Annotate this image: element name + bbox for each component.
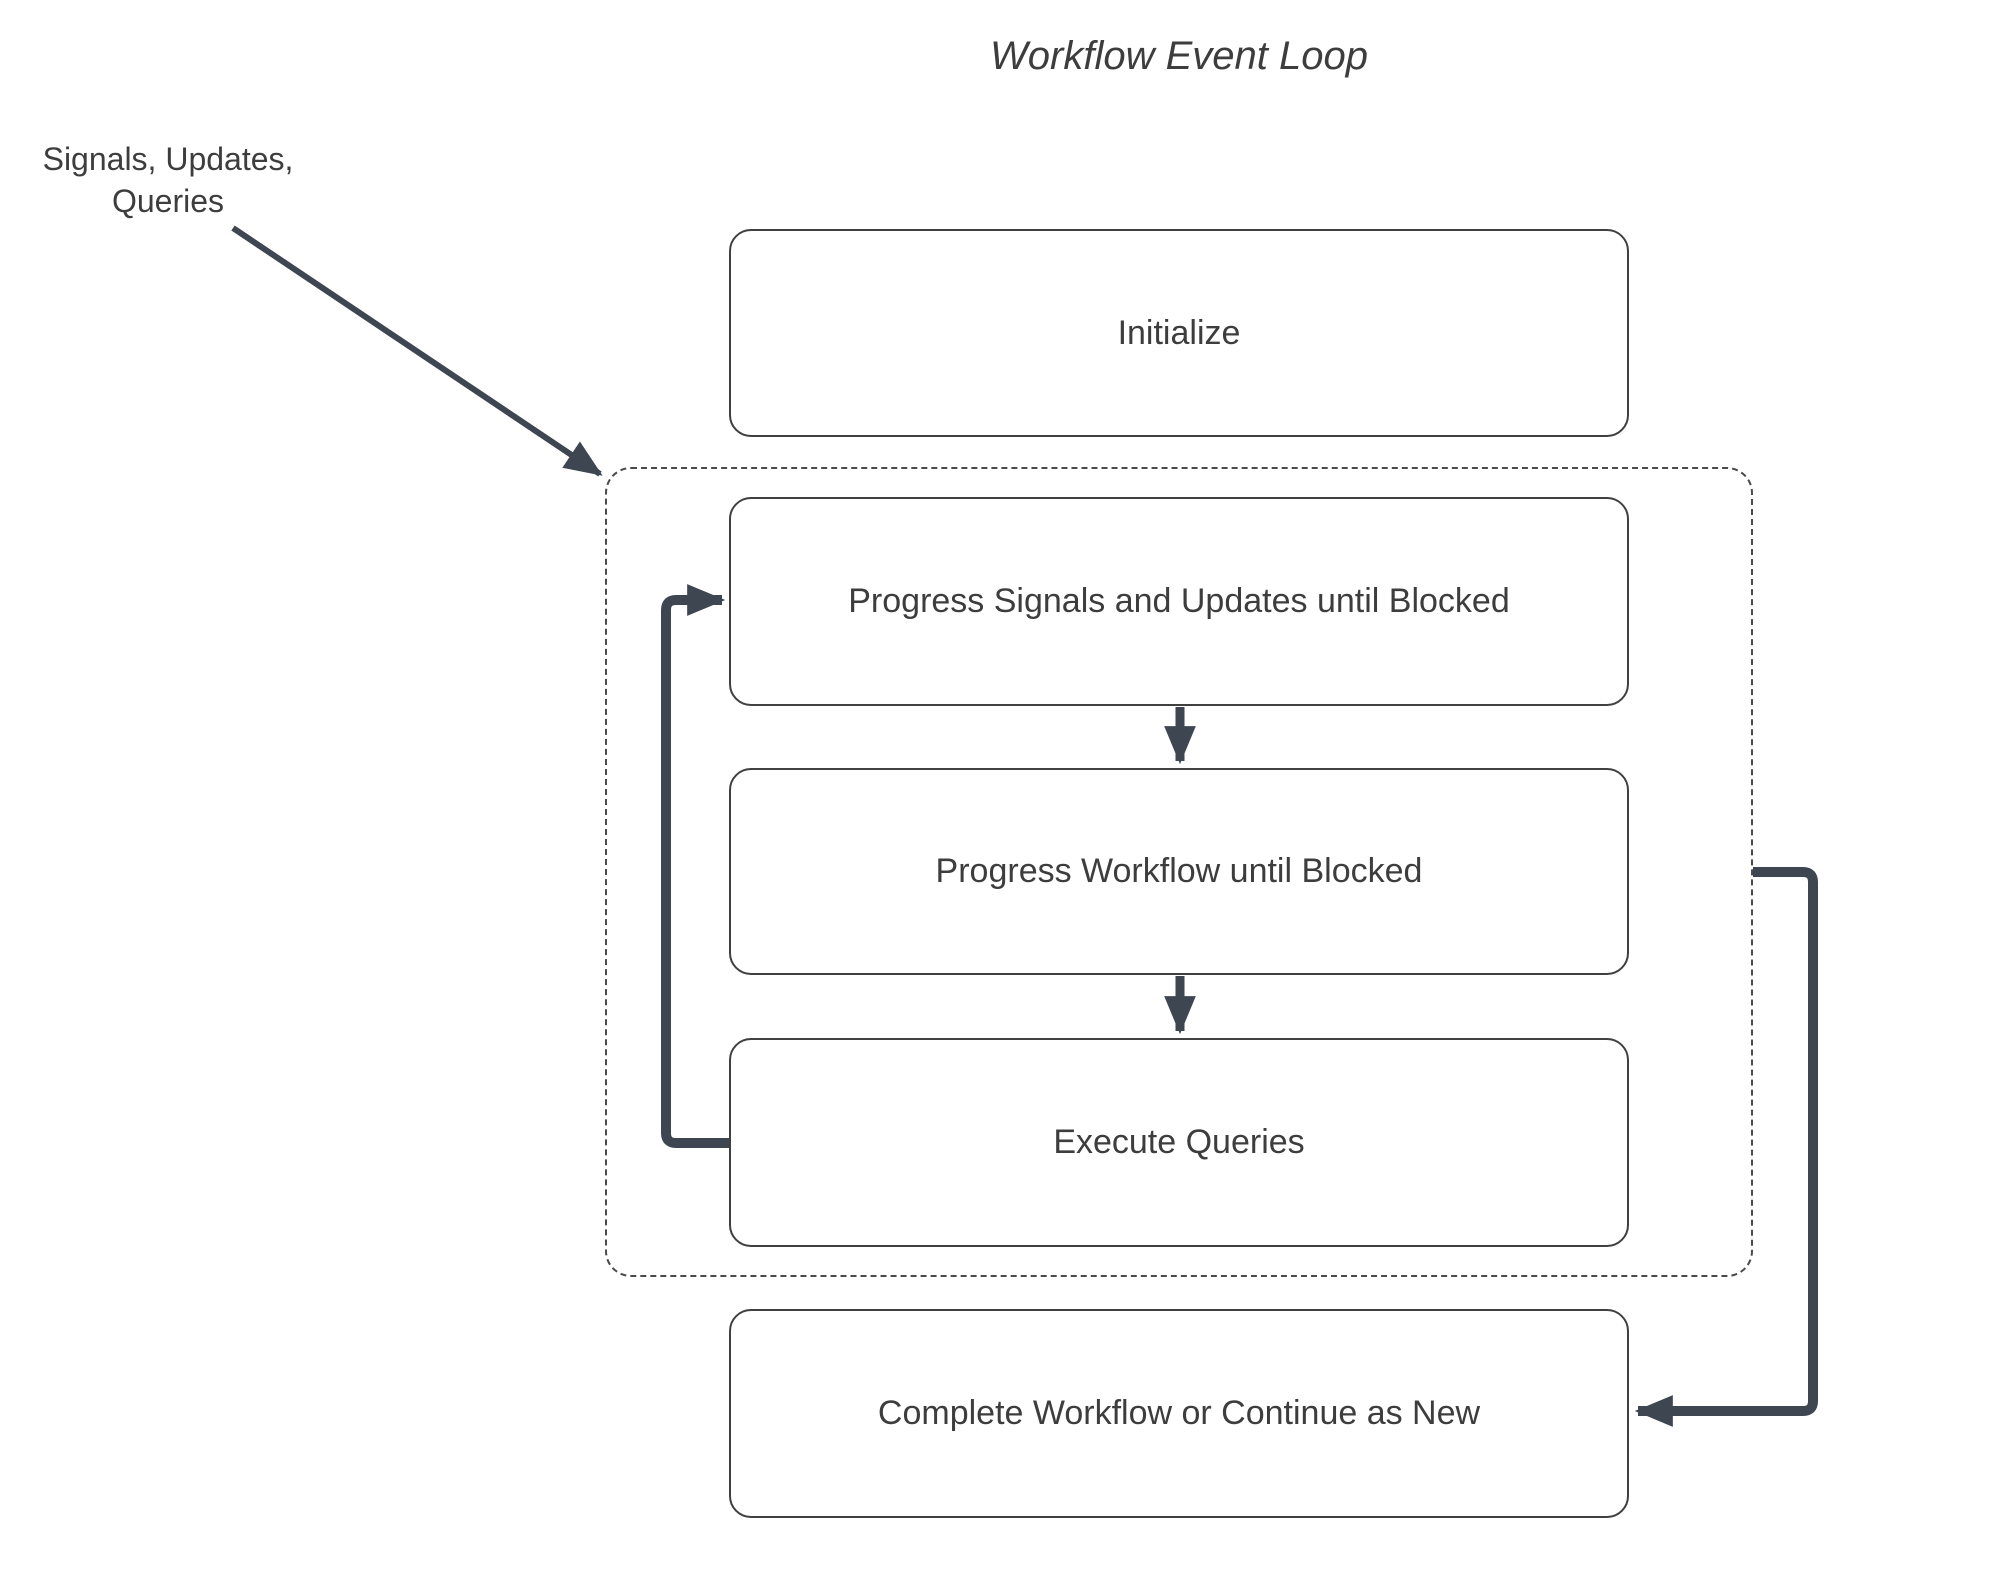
node-complete-label: Complete Workflow or Continue as New <box>877 1394 1481 1432</box>
node-progress-signals: Progress Signals and Updates until Block… <box>729 497 1629 706</box>
node-execute-queries: Execute Queries <box>729 1038 1629 1247</box>
node-initialize: Initialize <box>729 229 1629 437</box>
node-complete: Complete Workflow or Continue as New <box>729 1309 1629 1518</box>
edge-annotation-to-group-arrow <box>231 225 603 477</box>
node-initialize-label: Initialize <box>1117 313 1241 352</box>
diagram-title: Workflow Event Loop <box>990 34 1368 78</box>
annotation-signals-updates-queries: Signals, Updates, Queries <box>42 141 294 220</box>
node-progress-signals-label: Progress Signals and Updates until Block… <box>848 582 1510 620</box>
node-execute-queries-label: Execute Queries <box>1053 1123 1305 1161</box>
node-progress-workflow: Progress Workflow until Blocked <box>729 768 1629 975</box>
node-progress-workflow-label: Progress Workflow until Blocked <box>935 852 1423 890</box>
